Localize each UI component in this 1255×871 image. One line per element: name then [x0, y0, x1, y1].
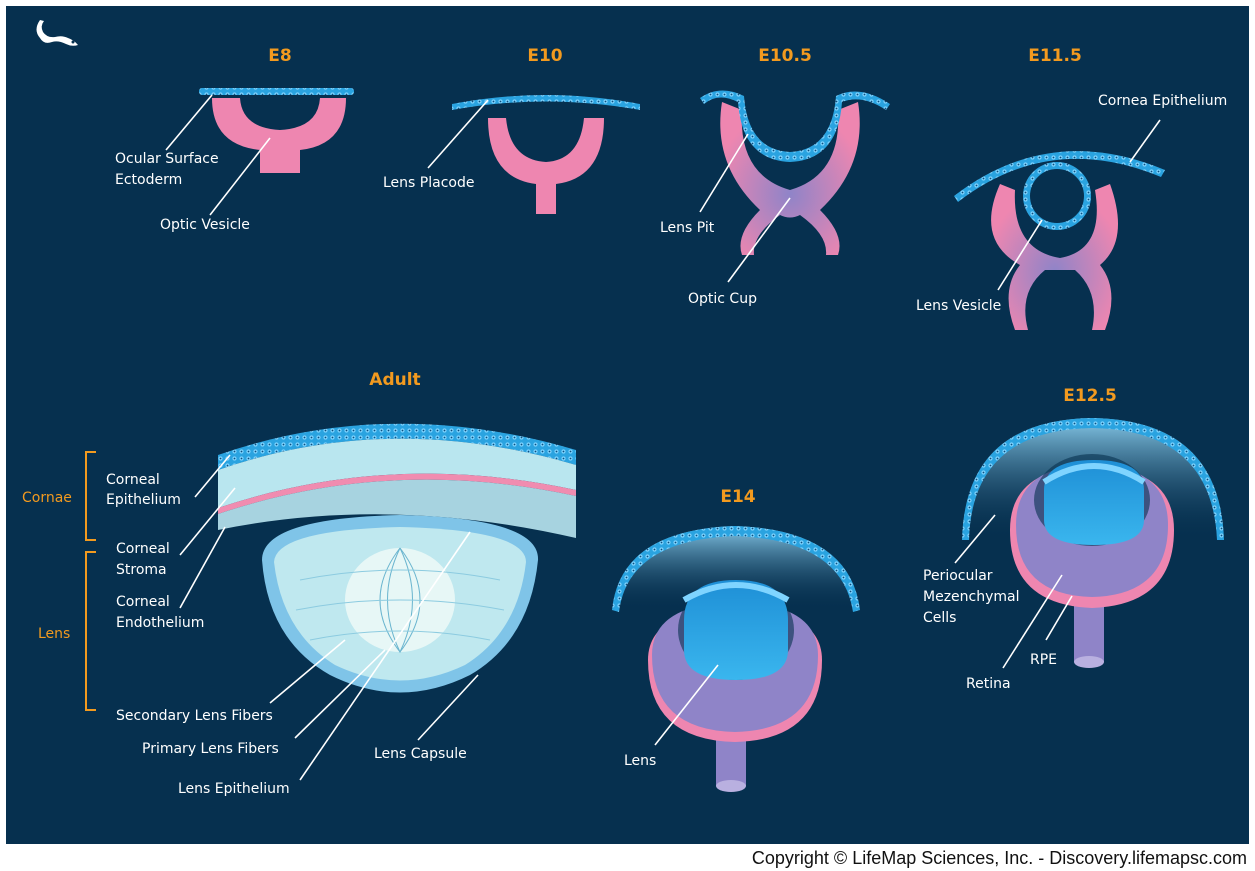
label-lens-e14: Lens	[624, 753, 656, 769]
label-retina: Retina	[966, 676, 1011, 692]
label-ocular-surface-line2: Ectoderm	[115, 172, 182, 188]
label-lens-vesicle: Lens Vesicle	[916, 298, 1001, 314]
label-lens-epithelium: Lens Epithelium	[178, 781, 290, 797]
label-ocular-surface-line1: Ocular Surface	[115, 151, 219, 167]
label-corneal-epithelium-line2: Epithelium	[106, 492, 181, 508]
label-periocular-line1: Periocular	[923, 568, 993, 584]
label-secondary-lens-fibers: Secondary Lens Fibers	[116, 708, 273, 724]
label-corneal-stroma-line1: Corneal	[116, 541, 170, 557]
label-lens-pit: Lens Pit	[660, 220, 715, 236]
label-lens-capsule: Lens Capsule	[374, 746, 467, 762]
label-primary-lens-fibers: Primary Lens Fibers	[142, 741, 279, 757]
label-corneal-endothelium-line1: Corneal	[116, 594, 170, 610]
label-cornea-epithelium: Cornea Epithelium	[1098, 93, 1227, 109]
stage-label-e14: E14	[720, 487, 755, 507]
label-optic-cup: Optic Cup	[688, 291, 757, 307]
label-periocular-line2: Mezenchymal	[923, 589, 1020, 605]
label-lens-placode: Lens Placode	[383, 175, 474, 191]
label-corneal-epithelium-line1: Corneal	[106, 472, 160, 488]
label-corneal-endothelium-line2: Endothelium	[116, 615, 204, 631]
stage-label-e10-5: E10.5	[758, 46, 812, 66]
label-optic-vesicle: Optic Vesicle	[160, 217, 250, 233]
stage-label-e11-5: E11.5	[1028, 46, 1082, 66]
copyright-text: Copyright © LifeMap Sciences, Inc. - Dis…	[752, 848, 1247, 869]
label-periocular-line3: Cells	[923, 610, 956, 626]
bracket-label-cornae: Cornae	[22, 490, 72, 506]
stage-label-e10: E10	[527, 46, 562, 66]
stage-label-adult: Adult	[369, 370, 420, 390]
stage-label-e8: E8	[268, 46, 291, 66]
label-corneal-stroma-line2: Stroma	[116, 562, 167, 578]
stage-label-e12-5: E12.5	[1063, 386, 1117, 406]
label-rpe: RPE	[1030, 652, 1057, 668]
bracket-label-lens: Lens	[38, 626, 70, 642]
